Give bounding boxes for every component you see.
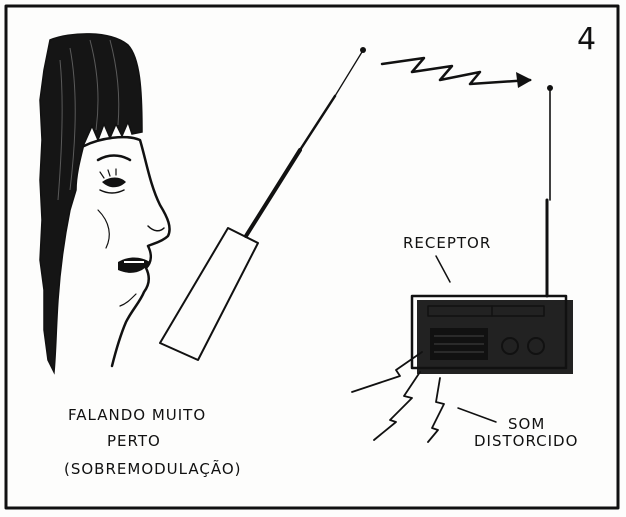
caption-line-3: (SOBREMODULAÇÃO) <box>64 459 241 478</box>
som-label: SOM <box>508 415 545 433</box>
figure-frame <box>4 4 620 510</box>
distorted-sound-icon <box>351 351 445 443</box>
receptor-pointer <box>435 255 451 283</box>
receptor-label: RECEPTOR <box>403 234 491 252</box>
walkie-talkie-icon <box>159 47 366 361</box>
distorcido-label: DISTORCIDO <box>474 432 578 450</box>
caption-line-2: PERTO <box>107 432 161 450</box>
radio-waves-icon <box>380 56 532 88</box>
radio-receiver-icon <box>410 85 573 374</box>
face-profile-illustration <box>39 33 171 375</box>
figure-number: 4 <box>577 22 596 57</box>
som-pointer <box>457 407 497 423</box>
caption-line-1: FALANDO MUITO <box>68 406 206 424</box>
